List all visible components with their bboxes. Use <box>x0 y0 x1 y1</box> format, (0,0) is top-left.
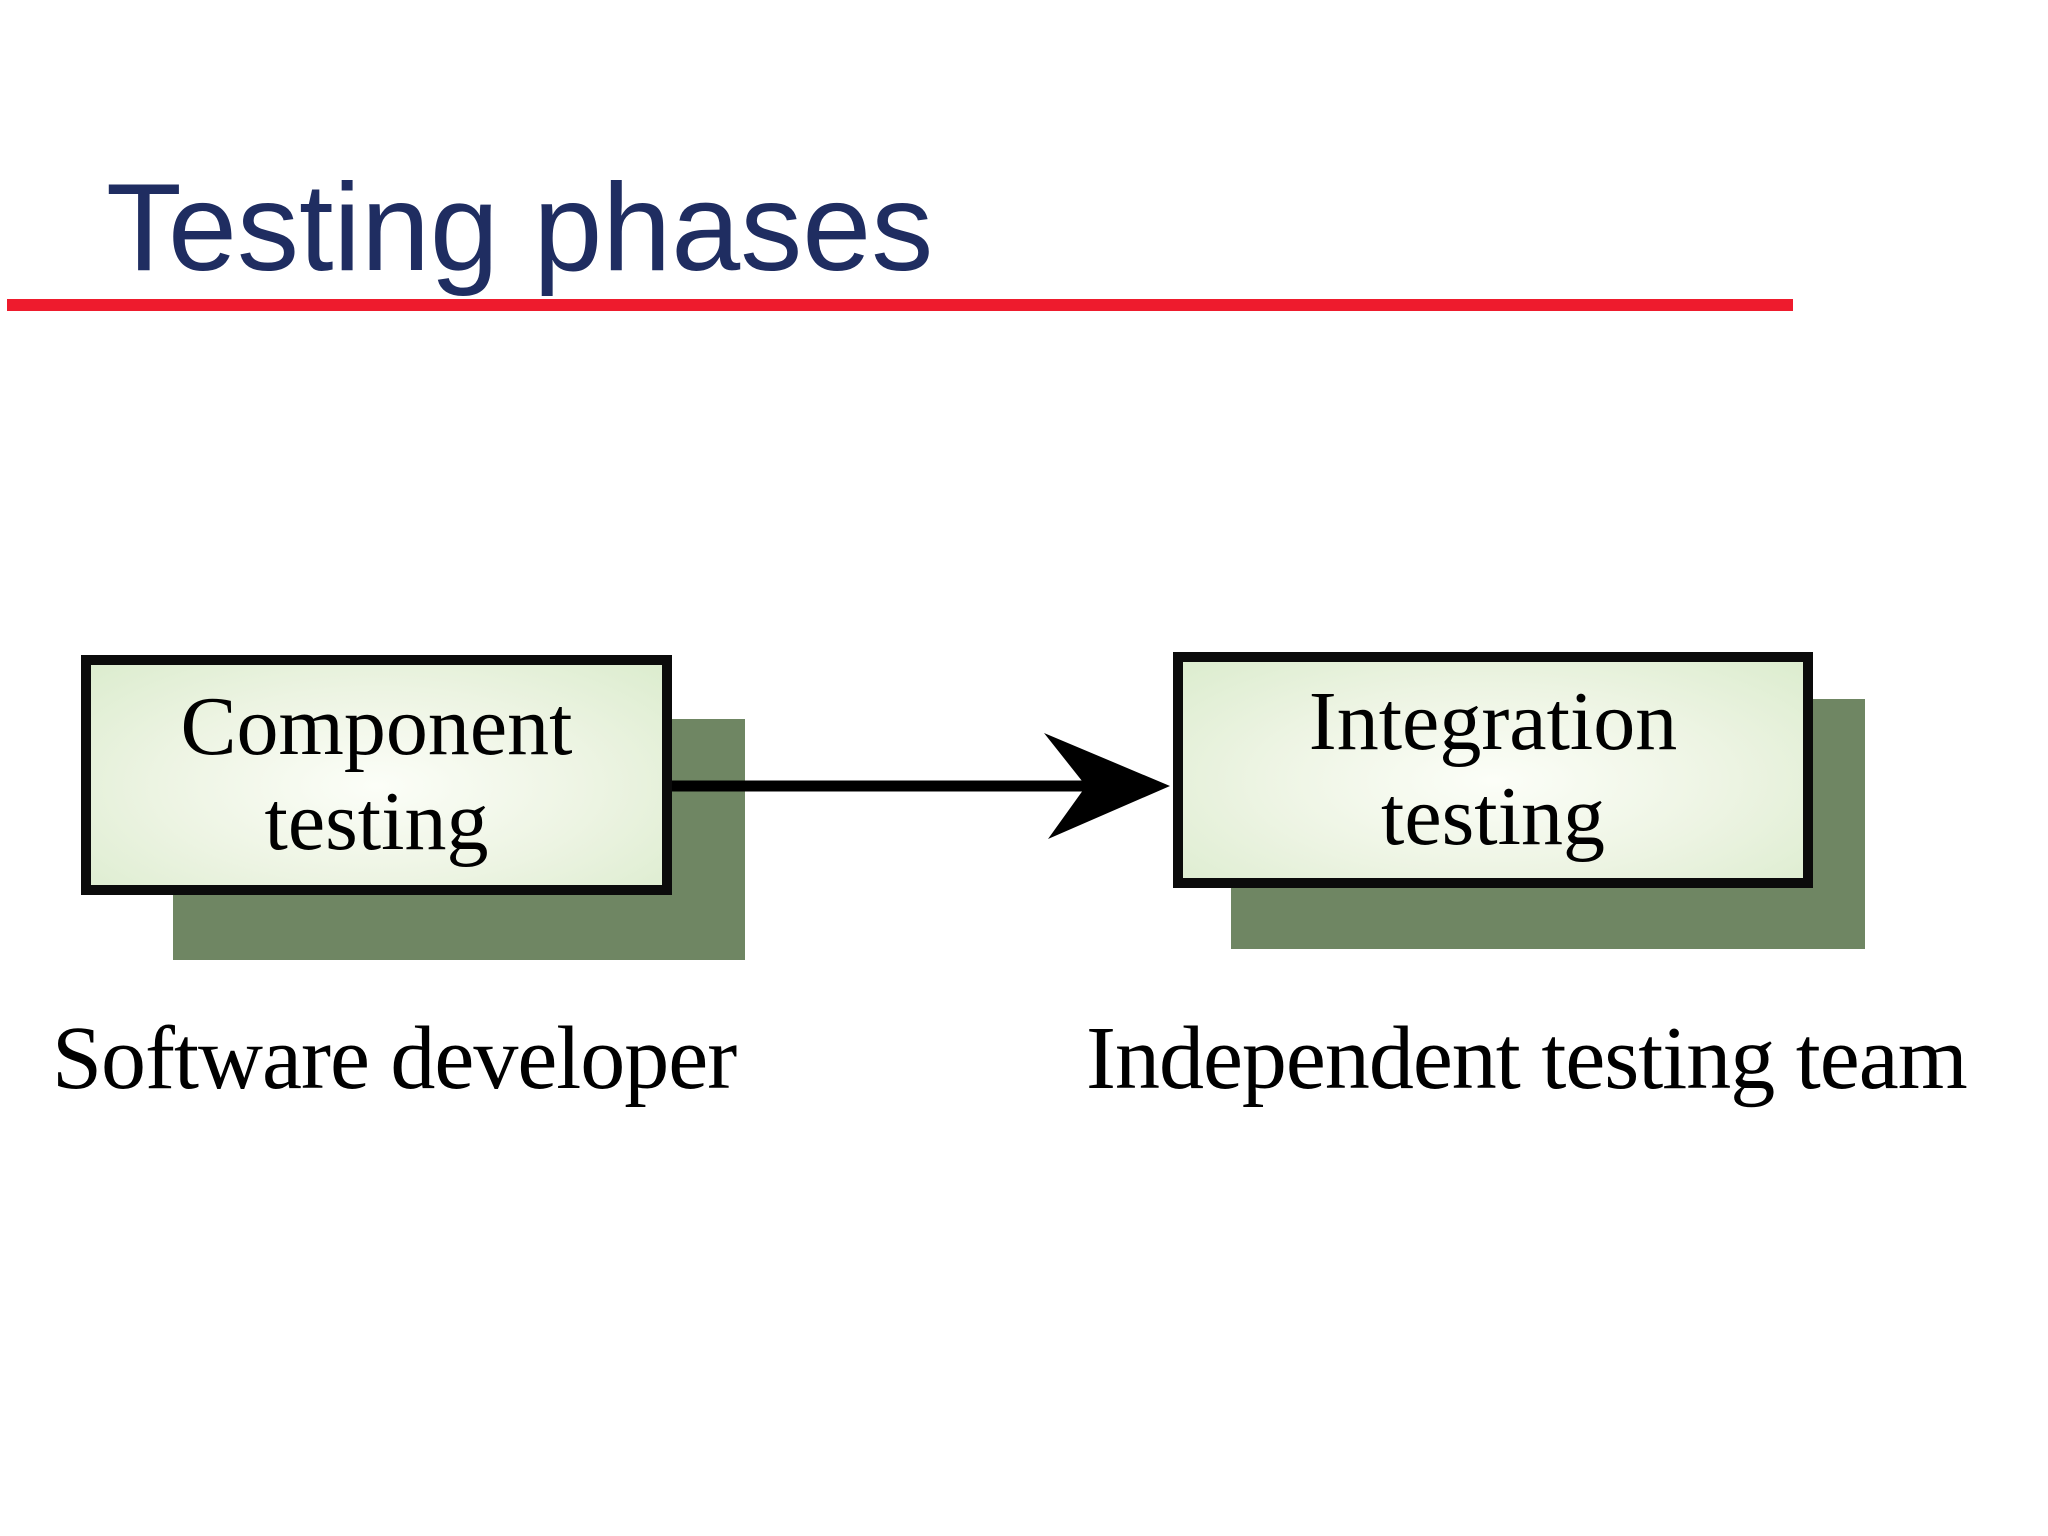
slide-title: Testing phases <box>106 159 934 297</box>
arrow-head <box>1044 733 1170 839</box>
component-testing-label-line2: testing <box>264 775 489 868</box>
integration-testing-label-line1: Integration <box>1308 675 1678 769</box>
integration-testing-box: Integration testing <box>1173 652 1813 888</box>
component-testing-box: Component testing <box>81 655 672 895</box>
component-testing-label-line1: Component <box>180 680 573 774</box>
component-testing-box-label: Component testing <box>181 680 573 870</box>
caption-software-developer: Software developer <box>52 1009 737 1108</box>
integration-testing-label-line2: testing <box>1381 770 1605 863</box>
caption-independent-testing-team: Independent testing team <box>1086 1009 1968 1108</box>
integration-testing-box-label: Integration testing <box>1309 675 1678 865</box>
title-underline-rule <box>7 299 1793 311</box>
